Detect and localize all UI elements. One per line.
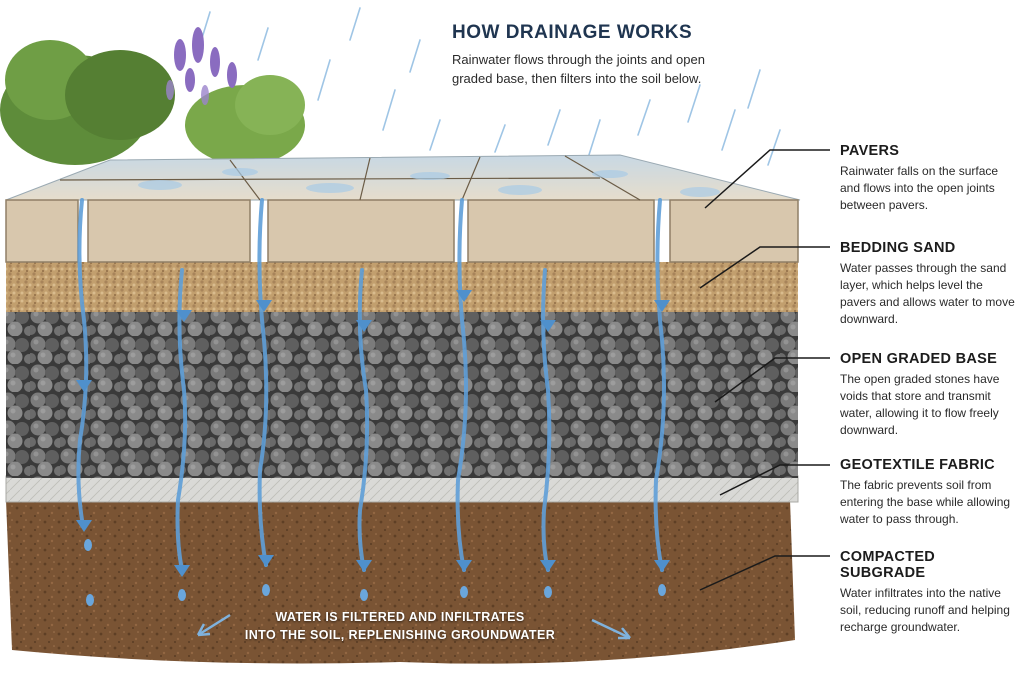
label-subgrade-text: Water infiltrates into the native soil, … [840, 586, 1010, 634]
label-bedding-sand: BEDDING SAND Water passes through the sa… [840, 240, 1020, 328]
label-geotextile-title: GEOTEXTILE FABRIC [840, 457, 995, 473]
label-pavers: PAVERS Rainwater falls on the surface an… [840, 143, 1020, 214]
page-title: HOW DRAINAGE WORKS [452, 22, 693, 43]
label-pavers-title: PAVERS [840, 143, 900, 159]
label-geotextile: GEOTEXTILE FABRIC The fabric prevents so… [840, 457, 1020, 528]
garden-plants [0, 27, 305, 165]
label-open-graded-base-text: The open graded stones have voids that s… [840, 372, 1000, 437]
label-open-graded-base: OPEN GRADED BASE The open graded stones … [840, 351, 1020, 439]
leader-lines [699, 149, 830, 591]
groundwater-caption-line1: WATER IS FILTERED AND INFILTRATES [275, 610, 525, 624]
water-flow-arrows [76, 290, 670, 577]
water-droplets [84, 539, 666, 606]
open-graded-base-layer [6, 310, 798, 478]
groundwater-caption-line2: INTO THE SOIL, REPLENISHING GROUNDWATER [244, 628, 556, 642]
groundwater-arrows [196, 613, 631, 640]
surface-puddles [138, 168, 720, 197]
label-geotextile-text: The fabric prevents soil from entering t… [840, 478, 1011, 526]
label-bedding-sand-title: BEDDING SAND [840, 240, 956, 256]
label-pavers-text: Rainwater falls on the surface and flows… [840, 164, 999, 212]
rain-streaks [201, 7, 781, 166]
label-open-graded-base-title: OPEN GRADED BASE [840, 351, 998, 367]
label-bedding-sand-text: Water passes through the sand layer, whi… [840, 261, 1015, 326]
bedding-sand-layer [6, 262, 798, 312]
paver-joints [59, 155, 641, 201]
groundwater-caption: WATER IS FILTERED AND INFILTRATES INTO T… [210, 608, 590, 644]
geotextile-layer [5, 475, 799, 503]
paver-blocks [5, 199, 799, 263]
label-subgrade: COMPACTED SUBGRADE Water infiltrates int… [840, 549, 1020, 636]
label-subgrade-title: COMPACTED SUBGRADE [840, 549, 936, 581]
intro-text: Rainwater flows through the joints and o… [452, 52, 705, 86]
